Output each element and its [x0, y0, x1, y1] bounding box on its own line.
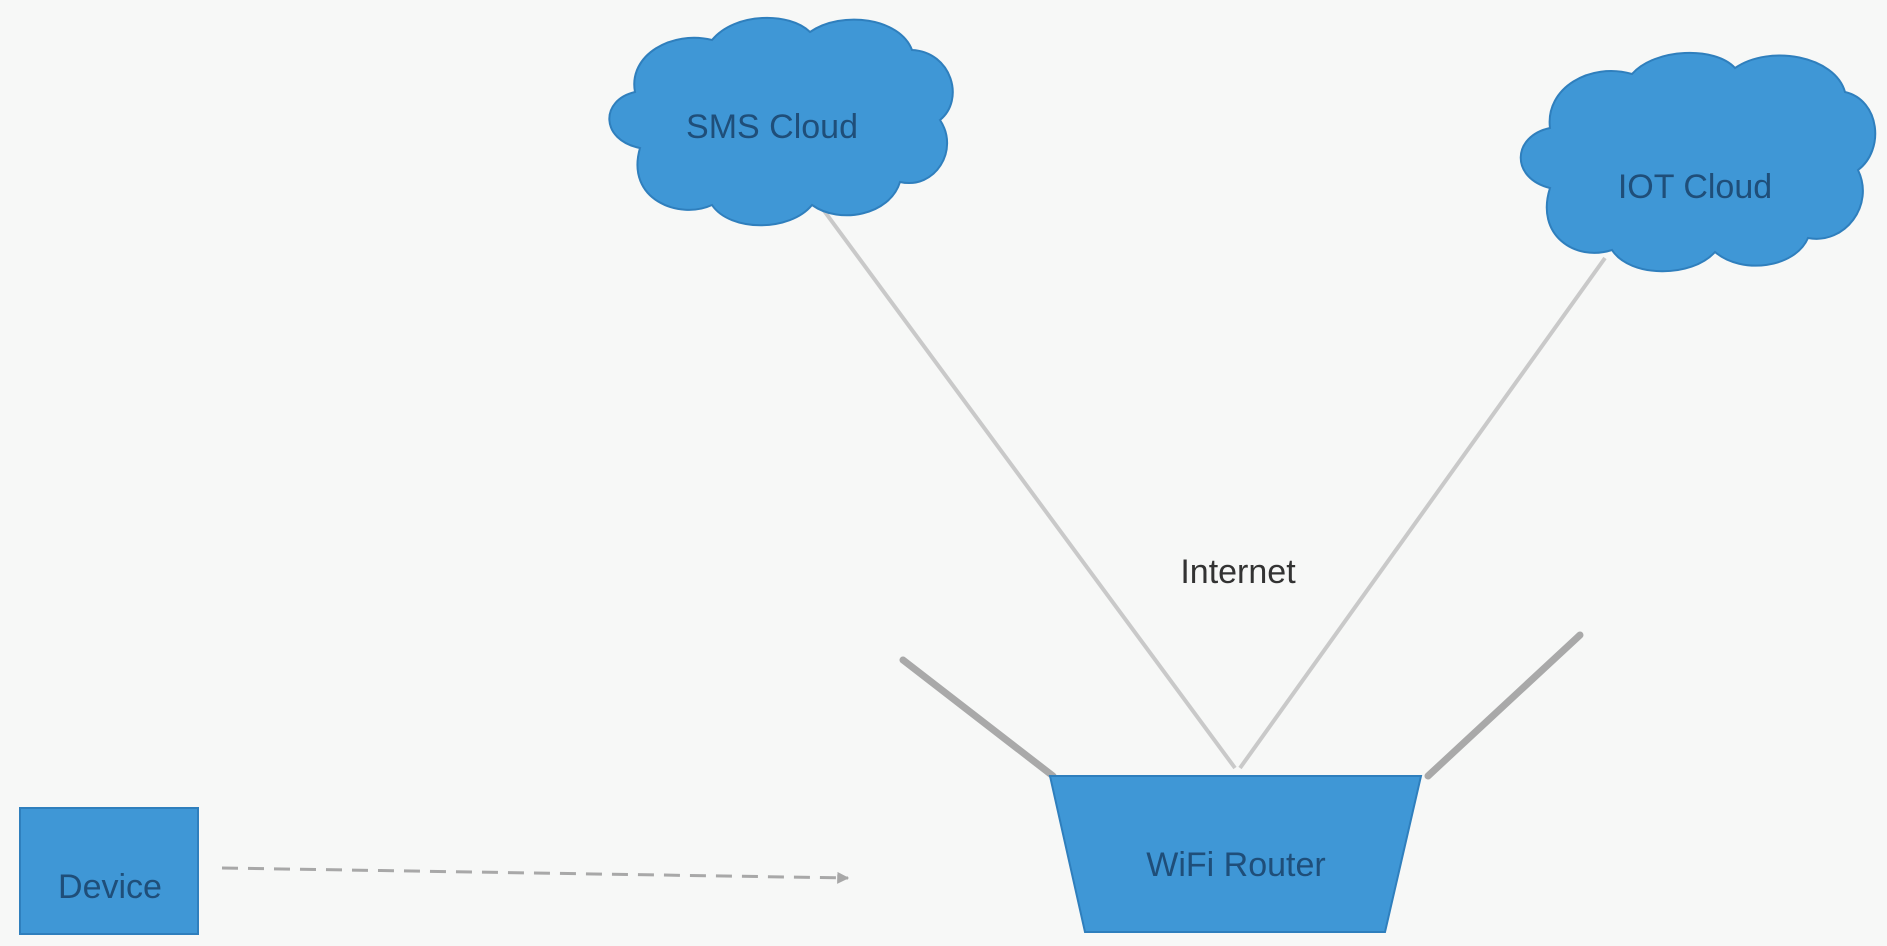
router-antenna-right [1424, 631, 1584, 780]
edge-router-iot-cloud [1238, 256, 1607, 770]
wifi-router-node: WiFi Router [1048, 775, 1423, 933]
sms-cloud-node: SMS Cloud [608, 16, 954, 227]
device-shape [19, 807, 199, 935]
iot-cloud-node: IOT Cloud [1519, 52, 1877, 273]
iot-cloud-label: IOT Cloud [1618, 168, 1772, 206]
device-label: Device [58, 868, 162, 906]
router-antenna-left [899, 656, 1057, 780]
sms-cloud-label: SMS Cloud [686, 108, 858, 146]
iot-cloud-shape [1519, 52, 1877, 273]
edge-device-router [221, 866, 850, 884]
sms-cloud-shape [608, 16, 954, 227]
wifi-router-label: WiFi Router [1146, 846, 1325, 884]
wifi-router-shape [1048, 775, 1423, 933]
internet-label: Internet [1180, 553, 1296, 591]
device-node: Device [19, 807, 199, 935]
edge-router-sms-cloud [820, 206, 1237, 770]
